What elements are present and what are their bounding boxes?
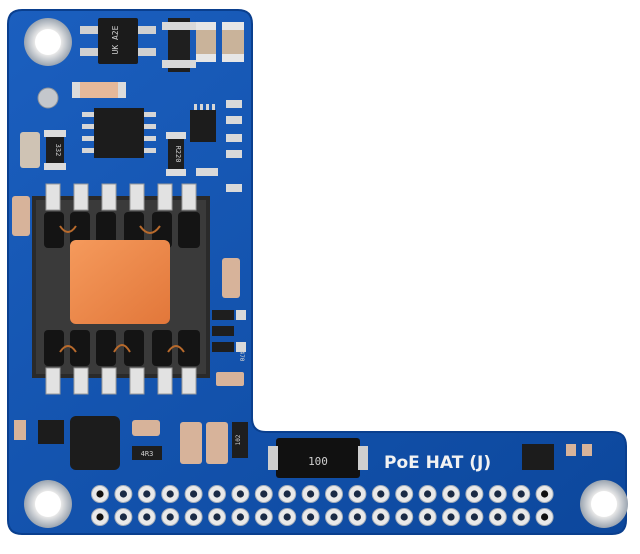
- gpio-hole: [494, 513, 502, 521]
- gpio-hole: [307, 490, 315, 498]
- top-capacitor: [222, 22, 244, 62]
- side-resistor: [12, 196, 30, 236]
- regulator-chip: [162, 18, 196, 72]
- gpio-hole: [541, 513, 549, 521]
- transformer-icon: [32, 183, 210, 395]
- gpio-hole: [96, 490, 104, 498]
- gpio-hole: [330, 513, 338, 521]
- vertical-resistor-marking: 332: [54, 144, 62, 157]
- lower-left-parts: 4R3 102: [14, 416, 248, 470]
- gpio-hole: [307, 513, 315, 521]
- gpio-hole: [353, 490, 361, 498]
- gpio-hole: [447, 513, 455, 521]
- gpio-hole: [96, 513, 104, 521]
- top-diode-chip: UK A2E: [80, 18, 156, 64]
- diode-marking: 100: [308, 455, 328, 468]
- mounting-hole-icon: [580, 480, 628, 528]
- gpio-hole: [377, 513, 385, 521]
- passive-cluster: [196, 100, 242, 192]
- gpio-hole: [143, 513, 151, 521]
- gpio-hole: [143, 490, 151, 498]
- side-resistor-marking: 470: [238, 351, 245, 362]
- gpio-hole: [353, 513, 361, 521]
- gpio-hole: [517, 490, 525, 498]
- vertical-resistor: 332: [44, 130, 66, 170]
- r220-resistor: R220: [166, 132, 186, 176]
- small-ic: [190, 104, 216, 142]
- small-right-ic: [522, 444, 592, 470]
- gpio-hole: [190, 513, 198, 521]
- gpio-hole: [236, 490, 244, 498]
- gpio-hole: [377, 490, 385, 498]
- product-label: PoE HAT (J): [384, 453, 491, 473]
- gpio-hole: [447, 490, 455, 498]
- right-passives: 470: [212, 258, 246, 386]
- top-capacitor: [196, 22, 216, 62]
- controller-ic: [82, 108, 156, 158]
- transformer-core: [70, 240, 170, 324]
- gpio-hole: [470, 513, 478, 521]
- gpio-hole: [283, 513, 291, 521]
- test-pad: [37, 87, 59, 109]
- gpio-hole: [400, 490, 408, 498]
- gpio-hole: [424, 513, 432, 521]
- mounting-hole-icon: [24, 18, 72, 66]
- gpio-hole: [517, 513, 525, 521]
- gpio-hole: [166, 513, 174, 521]
- gpio-hole: [119, 490, 127, 498]
- gpio-hole: [236, 513, 244, 521]
- gpio-hole: [260, 490, 268, 498]
- gpio-header-icon: [91, 485, 554, 526]
- gpio-hole: [400, 513, 408, 521]
- 4r3-marking: 4R3: [141, 450, 154, 458]
- smd-diode: 100: [268, 438, 368, 478]
- gpio-hole: [470, 490, 478, 498]
- gpio-hole: [190, 490, 198, 498]
- pcb-outline: [7, 9, 627, 535]
- side-capacitor: [20, 132, 40, 168]
- gpio-hole: [424, 490, 432, 498]
- mounting-hole-icon: [24, 480, 72, 528]
- gpio-hole: [213, 490, 221, 498]
- 102-marking: 102: [235, 434, 242, 445]
- gpio-hole: [119, 513, 127, 521]
- r220-marking: R220: [174, 146, 182, 163]
- gpio-hole: [283, 490, 291, 498]
- top-diode-marking: UK A2E: [111, 25, 120, 54]
- gpio-hole: [213, 513, 221, 521]
- gpio-hole: [494, 490, 502, 498]
- gpio-hole: [541, 490, 549, 498]
- gpio-hole: [330, 490, 338, 498]
- smd-resistor: [72, 82, 126, 98]
- gpio-hole: [166, 490, 174, 498]
- gpio-hole: [260, 513, 268, 521]
